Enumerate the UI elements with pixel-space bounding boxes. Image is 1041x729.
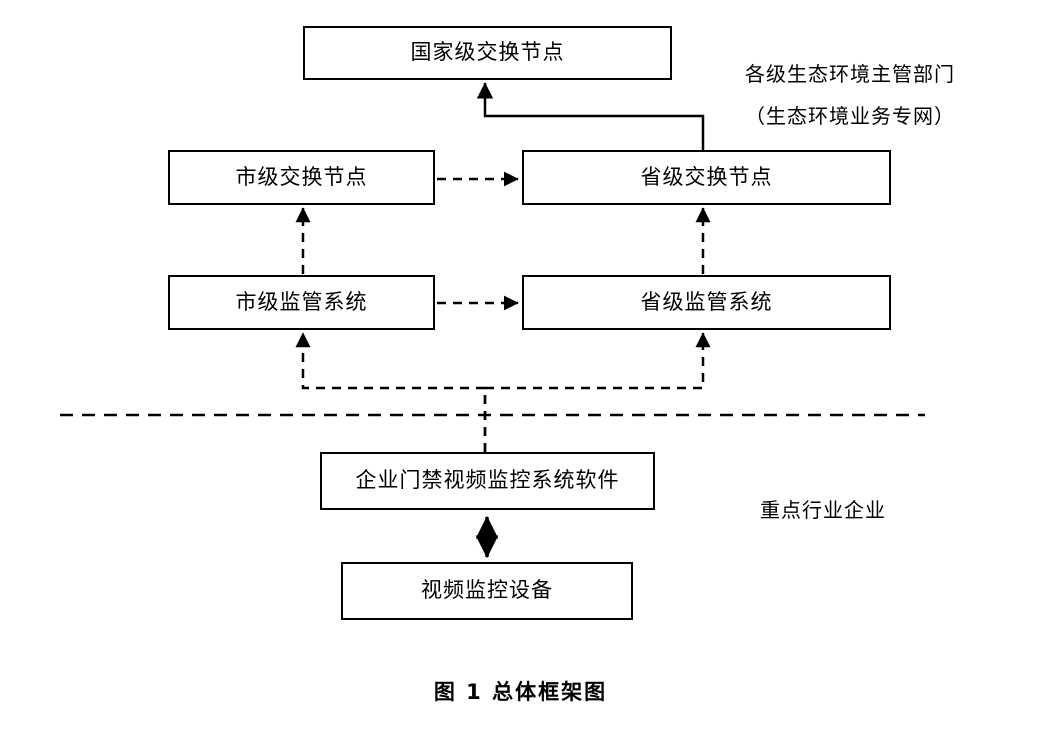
node-label: 视频监控设备 — [421, 578, 553, 603]
zone-label-enterprise: 重点行业企业 — [760, 500, 886, 522]
node-enterprise-access-video-software[interactable]: 企业门禁视频监控系统软件 — [320, 452, 655, 510]
node-label: 市级监管系统 — [235, 289, 368, 314]
zone-label-authority-line1: 各级生态环境主管部门 — [745, 64, 955, 86]
node-label: 市级交换节点 — [235, 164, 368, 189]
edge-software-to-province-supervision — [483, 332, 711, 452]
node-province-exchange-node[interactable]: 省级交换节点 — [522, 150, 891, 205]
node-label: 企业门禁视频监控系统软件 — [355, 468, 620, 493]
node-label: 省级交换节点 — [640, 164, 773, 189]
node-label: 省级监管系统 — [640, 289, 773, 314]
node-national-exchange-node[interactable]: 国家级交换节点 — [303, 26, 672, 80]
node-video-surveillance-device[interactable]: 视频监控设备 — [341, 562, 633, 620]
edge-province-to-national — [476, 82, 705, 150]
node-city-supervision-system[interactable]: 市级监管系统 — [168, 275, 435, 330]
figure-caption: 图 1 总体框架图 — [433, 680, 608, 704]
node-city-exchange-node[interactable]: 市级交换节点 — [168, 150, 435, 205]
zone-label-authority-line2: （生态环境业务专网） — [745, 106, 955, 128]
node-label: 国家级交换节点 — [410, 40, 565, 65]
node-province-supervision-system[interactable]: 省级监管系统 — [522, 275, 891, 330]
